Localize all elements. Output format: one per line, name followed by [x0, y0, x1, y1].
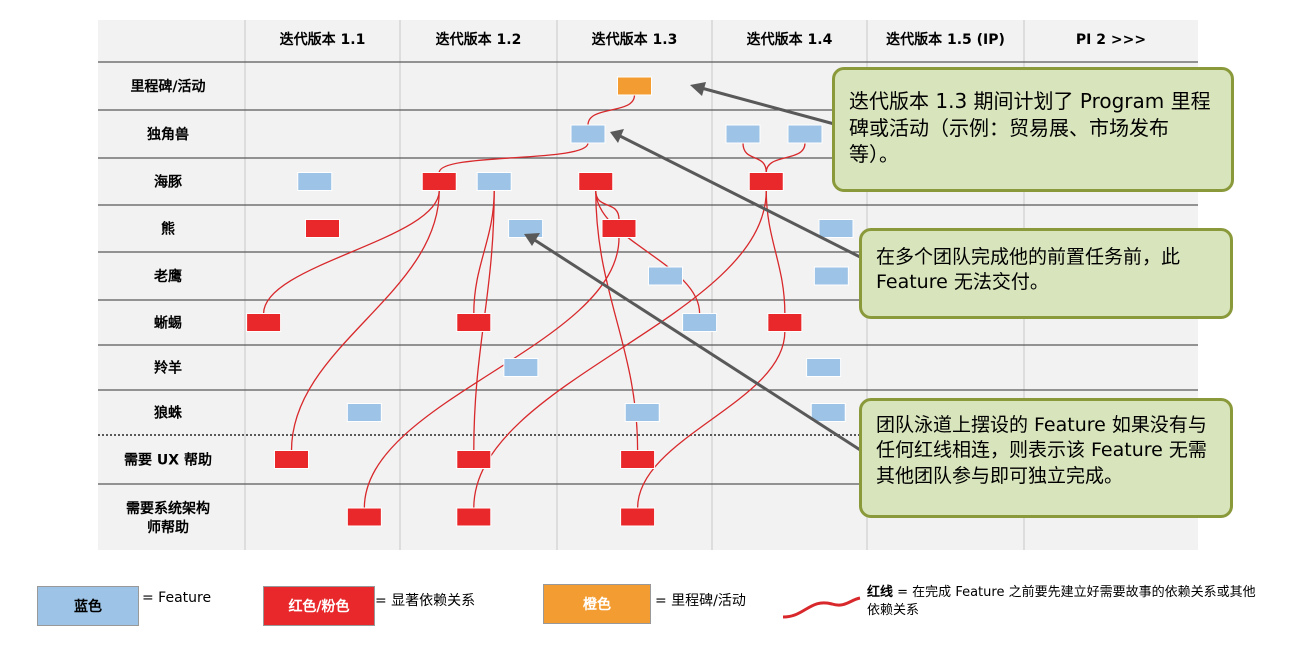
dependency-line: [363, 237, 620, 509]
feature-card: [806, 358, 842, 377]
row-header: 熊: [161, 221, 175, 238]
feature-card: [503, 358, 539, 377]
feature-card: [813, 266, 849, 286]
dependency-card: [456, 507, 492, 527]
column-header: PI 2 >>>: [1076, 32, 1146, 48]
dependency-card: [346, 507, 382, 527]
cards: [246, 76, 854, 527]
row-header: 羚羊: [154, 360, 182, 377]
dependency-line: [636, 331, 786, 509]
callout-arrow: [693, 84, 839, 127]
arrowhead: [524, 233, 540, 246]
column-headers: 迭代版本 1.1 迭代版本 1.2 迭代版本 1.3 迭代版本 1.4 迭代版本 1.5…: [280, 31, 1146, 48]
dependency-card: [767, 313, 803, 332]
callout-arrows: [524, 82, 871, 457]
column-header: 迭代版本 1.5 (IP): [886, 31, 1005, 48]
arrowhead: [610, 129, 624, 143]
row-header: 里程碑/活动: [130, 78, 205, 95]
feature-card: [297, 172, 333, 191]
dependency-line: [262, 190, 440, 314]
dependency-card: [246, 313, 282, 332]
callout-milestone: 迭代版本 1.3 期间计划了 Program 里程碑或活动（示例：贸易展、市场发…: [832, 67, 1234, 192]
feature-card: [682, 313, 718, 332]
dependency-line: [765, 190, 786, 314]
legend-feature-text: = Feature: [142, 590, 212, 606]
column-header: 迭代版本 1.3: [592, 31, 678, 48]
dependency-card: [620, 507, 656, 527]
row-header: 海豚: [154, 174, 183, 191]
dependency-card: [578, 172, 614, 191]
legend-redline-text: 红线 = 在完成 Feature 之前要先建立好需要故事的依赖关系或其他依赖关系: [867, 584, 1267, 620]
arrowhead: [690, 82, 706, 96]
legend-redline-bold: 红线: [867, 585, 894, 600]
dependency-card: [620, 450, 656, 469]
dependency-line: [595, 190, 701, 314]
legend-milestone-text: = 里程碑/活动: [655, 593, 746, 609]
row-header: 老鹰: [154, 268, 182, 285]
feature-card: [787, 124, 823, 144]
dependency-card: [456, 450, 492, 469]
feature-card: [624, 403, 660, 422]
dependency-card: [274, 450, 309, 469]
feature-card: [648, 266, 683, 286]
dependency-line: [438, 142, 589, 173]
legend-feature-swatch: 蓝色: [37, 586, 139, 626]
dependency-card: [748, 172, 784, 191]
feature-card: [346, 403, 382, 422]
column-header: 迭代版本 1.1: [280, 31, 366, 48]
dependency-card: [305, 219, 340, 238]
legend-milestone-swatch: 橙色: [543, 584, 651, 624]
dependency-card: [421, 172, 457, 191]
callout-multi-dependency: 在多个团队完成他的前置任务前，此 Feature 无法交付。: [859, 228, 1233, 319]
column-header: 迭代版本 1.4: [747, 31, 833, 48]
dependency-card: [601, 219, 637, 238]
feature-card: [725, 124, 761, 144]
dependency-line: [742, 142, 767, 173]
callout-arrow: [615, 132, 871, 264]
row-header: 独角兽: [147, 126, 189, 143]
milestone-card: [617, 76, 652, 96]
dependency-line: [587, 94, 636, 126]
feature-card: [810, 403, 846, 422]
row-header: 需要 UX 帮助: [124, 452, 212, 469]
dependency-line: [765, 142, 806, 173]
legend-dependency-text: = 显著依赖关系: [375, 593, 476, 609]
feature-card: [570, 124, 606, 144]
row-header: 需要系统架构师帮助: [126, 500, 210, 536]
legend-redline-desc: = 在完成 Feature 之前要先建立好需要故事的依赖关系或其他依赖关系: [867, 585, 1256, 619]
feature-card: [818, 219, 854, 238]
dependency-line: [290, 190, 440, 451]
feature-card: [508, 219, 544, 238]
row-header: 蜥蜴: [154, 315, 182, 332]
callout-arrow: [529, 235, 869, 457]
feature-card: [476, 172, 512, 191]
row-header: 狼蛛: [154, 405, 183, 422]
column-header: 迭代版本 1.2: [436, 31, 522, 48]
dependency-card: [456, 313, 492, 332]
legend-red-line-sample: [782, 596, 861, 619]
callout-independent-feature: 团队泳道上摆设的 Feature 如果没有与任何红线相连，则表示该 Featur…: [859, 398, 1233, 518]
legend: [782, 596, 861, 619]
legend-dependency-swatch: 红色/粉色: [263, 586, 375, 626]
